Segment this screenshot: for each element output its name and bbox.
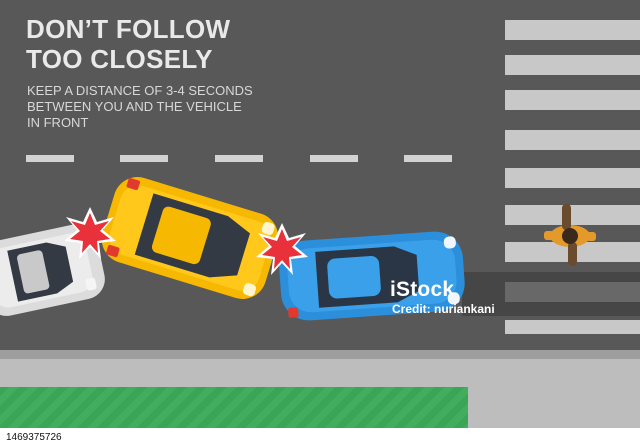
stock-id-bar: 1469375726 (0, 428, 640, 448)
stock-id: 1469375726 (6, 432, 62, 443)
subtitle-line: KEEP A DISTANCE OF 3-4 SECONDS (27, 83, 253, 98)
blue-car (279, 231, 465, 321)
title-line: DON’T FOLLOW (26, 14, 231, 44)
watermark-credit: Credit: nuriankani (392, 302, 495, 316)
subtitle-line: IN FRONT (27, 115, 89, 130)
pedestrian-icon (544, 204, 596, 266)
lane-markings (26, 155, 452, 162)
curb (0, 350, 640, 359)
page-title: DON’T FOLLOW TOO CLOSELY (26, 14, 326, 74)
skid-marks (462, 272, 640, 316)
subtitle: KEEP A DISTANCE OF 3-4 SECONDS BETWEEN Y… (27, 83, 317, 131)
subtitle-line: BETWEEN YOU AND THE VEHICLE (27, 99, 242, 114)
grass-patch (0, 387, 468, 429)
yellow-car (101, 177, 279, 299)
collision-burst-icon (64, 207, 116, 259)
watermark-logo: iStock (390, 278, 455, 301)
collision-burst-icon (256, 223, 308, 275)
white-car (0, 224, 105, 316)
title-line: TOO CLOSELY (26, 44, 213, 74)
